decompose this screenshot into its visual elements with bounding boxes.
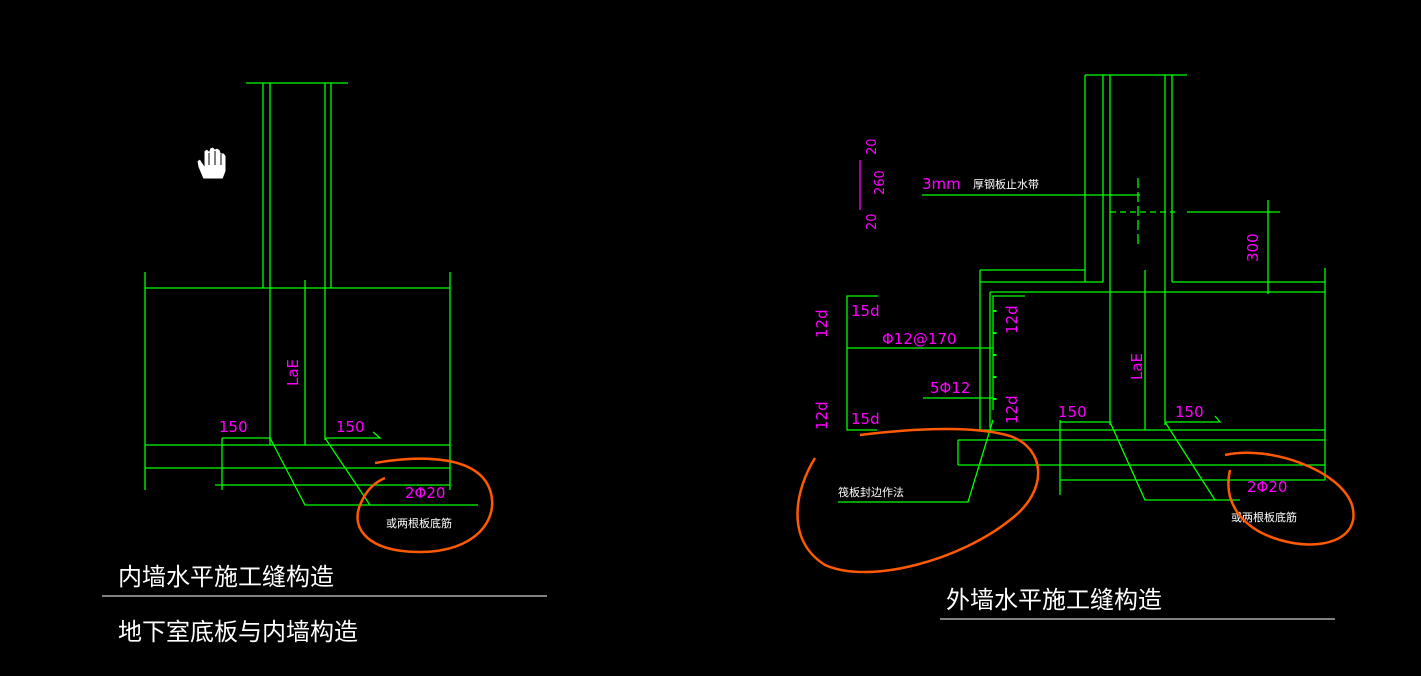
dim-150-right: 150 — [336, 418, 365, 436]
plate-dim-top: 20 — [865, 138, 880, 155]
dim-12d-bottom-left: 12d — [813, 401, 831, 430]
markup-circle-edge — [796, 427, 1040, 574]
left-title: 内墙水平施工缝构造 — [118, 563, 334, 591]
dim-150-left: 150 — [219, 418, 248, 436]
plate-dim-bottom: 20 — [865, 213, 880, 230]
right-hook-leader — [325, 431, 382, 439]
rebar-note: 或两根板底筋 — [386, 516, 452, 530]
dim-12d-top-right: 12d — [1003, 305, 1021, 334]
left-detail — [144, 82, 478, 506]
stirrup-label: Φ12@170 — [882, 330, 957, 348]
dim-150-right-r: 150 — [1175, 403, 1204, 421]
right-detail — [838, 74, 1326, 503]
rebar-note-r: 或两根板底筋 — [1231, 510, 1297, 524]
left-hook-bar-r — [1060, 421, 1240, 501]
rebar-label-2phi20-r: 2Φ20 — [1247, 478, 1287, 496]
left-dims: 150 150 LaE 2Φ20 — [219, 359, 445, 502]
right-dims: 300 LaE 150 150 12d 12d 12d 12d 15d 15d … — [813, 175, 1287, 496]
waterstop-label: 厚钢板止水带 — [973, 177, 1039, 191]
dim-12d-bottom-right: 12d — [1003, 395, 1021, 424]
left-subtitle: 地下室底板与内墙构造 — [118, 618, 358, 646]
bar-label: 5Φ12 — [930, 379, 970, 397]
edge-note: 筏板封边作法 — [838, 485, 904, 499]
markup-circle-left — [356, 457, 494, 554]
dim-12d-top-left: 12d — [813, 309, 831, 338]
edge-note-leader — [838, 419, 994, 503]
edge-u-bar-outer — [846, 295, 878, 431]
plate-dim-middle: 260 — [873, 170, 888, 195]
waterstop-thickness: 3mm — [922, 175, 961, 193]
dim-15d-top: 15d — [851, 302, 880, 320]
lae-label-r: LaE — [1128, 353, 1146, 380]
right-hook-leader-r — [1165, 415, 1222, 423]
pan-hand-icon — [196, 146, 227, 180]
right-hook-bar — [324, 437, 371, 506]
plate-dims: 20 260 20 — [865, 138, 888, 230]
edge-u-bar-inner — [992, 295, 1025, 410]
right-title: 外墙水平施工缝构造 — [946, 586, 1162, 614]
rebar-label-2phi20: 2Φ20 — [405, 484, 445, 502]
dim-15d-bottom: 15d — [851, 410, 880, 428]
dim-300: 300 — [1244, 233, 1262, 262]
right-hook-bar-r — [1164, 421, 1216, 501]
left-hook-bar — [222, 437, 478, 506]
dim-150-left-r: 150 — [1058, 403, 1087, 421]
markup-circle-right — [1224, 451, 1355, 546]
lae-label: LaE — [284, 359, 302, 386]
